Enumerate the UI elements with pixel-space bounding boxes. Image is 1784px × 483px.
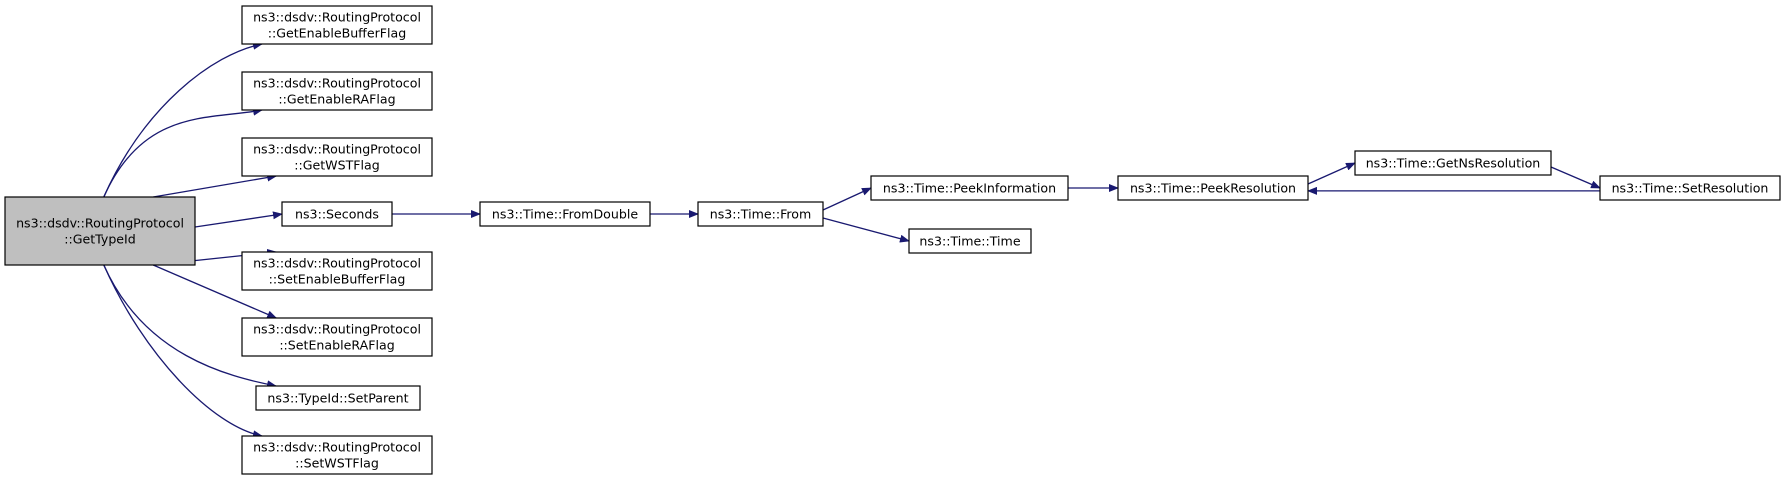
node-layer: ns3::dsdv::RoutingProtocol::GetTypeIdns3… — [4, 5, 1781, 475]
node-from[interactable]: ns3::Time::From — [697, 201, 824, 227]
node-set-enable-ra-flag[interactable]: ns3::dsdv::RoutingProtocol::SetEnableRAF… — [241, 317, 433, 357]
node-get-enable-buffer-flag[interactable]: ns3::dsdv::RoutingProtocol::GetEnableBuf… — [241, 5, 433, 45]
node-box-seconds — [281, 201, 393, 227]
node-label-set-wst-flag-line-2: ::SetWSTFlag — [295, 456, 379, 471]
node-box-get-enable-buffer-flag — [241, 5, 433, 45]
node-root: ns3::dsdv::RoutingProtocol::GetTypeId — [4, 196, 196, 266]
node-box-set-wst-flag — [241, 435, 433, 475]
node-box-peek-resolution — [1117, 175, 1309, 201]
node-label-set-wst-flag-line-1: ns3::dsdv::RoutingProtocol — [253, 440, 421, 455]
node-box-get-wst-flag — [241, 137, 433, 177]
node-label-seconds-line-1: ns3::Seconds — [295, 207, 379, 222]
node-label-from-line-1: ns3::Time::From — [710, 207, 812, 222]
node-label-peek-information-line-1: ns3::Time::PeekInformation — [883, 181, 1056, 196]
node-box-set-enable-buffer-flag — [241, 251, 433, 291]
edge-root-to-get-wst-flag — [153, 173, 278, 198]
edge-root-to-set-wst-flag — [103, 264, 263, 439]
edge-root-to-seconds — [194, 211, 283, 228]
node-peek-information[interactable]: ns3::Time::PeekInformation — [870, 175, 1069, 201]
node-label-get-enable-buffer-flag-line-1: ns3::dsdv::RoutingProtocol — [253, 10, 421, 25]
node-box-get-ns-resolution — [1354, 150, 1552, 176]
node-label-get-ns-resolution-line-1: ns3::Time::GetNsResolution — [1366, 156, 1541, 171]
node-get-ns-resolution[interactable]: ns3::Time::GetNsResolution — [1354, 150, 1552, 176]
node-seconds[interactable]: ns3::Seconds — [281, 201, 393, 227]
edge-layer — [103, 41, 1601, 439]
node-label-get-wst-flag-line-2: ::GetWSTFlag — [294, 158, 380, 173]
node-set-enable-buffer-flag[interactable]: ns3::dsdv::RoutingProtocol::SetEnableBuf… — [241, 251, 433, 291]
node-box-set-resolution — [1599, 175, 1781, 201]
node-label-from-double-line-1: ns3::Time::FromDouble — [492, 207, 638, 222]
node-label-get-enable-ra-flag-line-1: ns3::dsdv::RoutingProtocol — [253, 76, 421, 91]
node-set-parent[interactable]: ns3::TypeId::SetParent — [255, 385, 421, 411]
node-label-set-resolution-line-1: ns3::Time::SetResolution — [1612, 181, 1769, 196]
node-from-double[interactable]: ns3::Time::FromDouble — [479, 201, 651, 227]
node-get-enable-ra-flag[interactable]: ns3::dsdv::RoutingProtocol::GetEnableRAF… — [241, 71, 433, 111]
edge-root-to-set-enable-ra-flag — [152, 264, 278, 319]
edge-from-to-peek-information — [822, 187, 872, 211]
node-label-set-enable-ra-flag-line-2: ::SetEnableRAFlag — [279, 338, 394, 353]
node-peek-resolution[interactable]: ns3::Time::PeekResolution — [1117, 175, 1309, 201]
node-box-from — [697, 201, 824, 227]
node-label-peek-resolution-line-1: ns3::Time::PeekResolution — [1130, 181, 1296, 196]
node-label-root-line-2: ::GetTypeId — [64, 232, 136, 247]
node-set-resolution[interactable]: ns3::Time::SetResolution — [1599, 175, 1781, 201]
node-box-peek-information — [870, 175, 1069, 201]
node-box-from-double — [479, 201, 651, 227]
edge-root-to-get-enable-ra-flag — [103, 107, 263, 198]
node-box-set-enable-ra-flag — [241, 317, 433, 357]
node-label-set-enable-ra-flag-line-1: ns3::dsdv::RoutingProtocol — [253, 322, 421, 337]
edge-peek-resolution-to-get-ns-resolution — [1307, 162, 1356, 185]
node-label-root-line-1: ns3::dsdv::RoutingProtocol — [16, 216, 184, 231]
node-label-set-enable-buffer-flag-line-2: ::SetEnableBufferFlag — [269, 272, 406, 287]
node-label-set-enable-buffer-flag-line-1: ns3::dsdv::RoutingProtocol — [253, 256, 421, 271]
node-label-set-parent-line-1: ns3::TypeId::SetParent — [267, 391, 408, 406]
edge-from-to-time — [822, 217, 910, 243]
node-box-set-parent — [255, 385, 421, 411]
node-time[interactable]: ns3::Time::Time — [908, 228, 1032, 254]
node-label-time-line-1: ns3::Time::Time — [919, 234, 1020, 249]
node-label-get-enable-buffer-flag-line-2: ::GetEnableBufferFlag — [268, 26, 407, 41]
edge-get-ns-resolution-to-set-resolution — [1550, 166, 1601, 189]
node-box-get-enable-ra-flag — [241, 71, 433, 111]
edge-root-to-set-parent — [103, 264, 277, 389]
node-label-get-enable-ra-flag-line-2: ::GetEnableRAFlag — [278, 92, 395, 107]
node-set-wst-flag[interactable]: ns3::dsdv::RoutingProtocol::SetWSTFlag — [241, 435, 433, 475]
edge-root-to-get-enable-buffer-flag — [103, 41, 263, 198]
node-label-get-wst-flag-line-1: ns3::dsdv::RoutingProtocol — [253, 142, 421, 157]
node-get-wst-flag[interactable]: ns3::dsdv::RoutingProtocol::GetWSTFlag — [241, 137, 433, 177]
node-box-root — [4, 196, 196, 266]
node-box-time — [908, 228, 1032, 254]
